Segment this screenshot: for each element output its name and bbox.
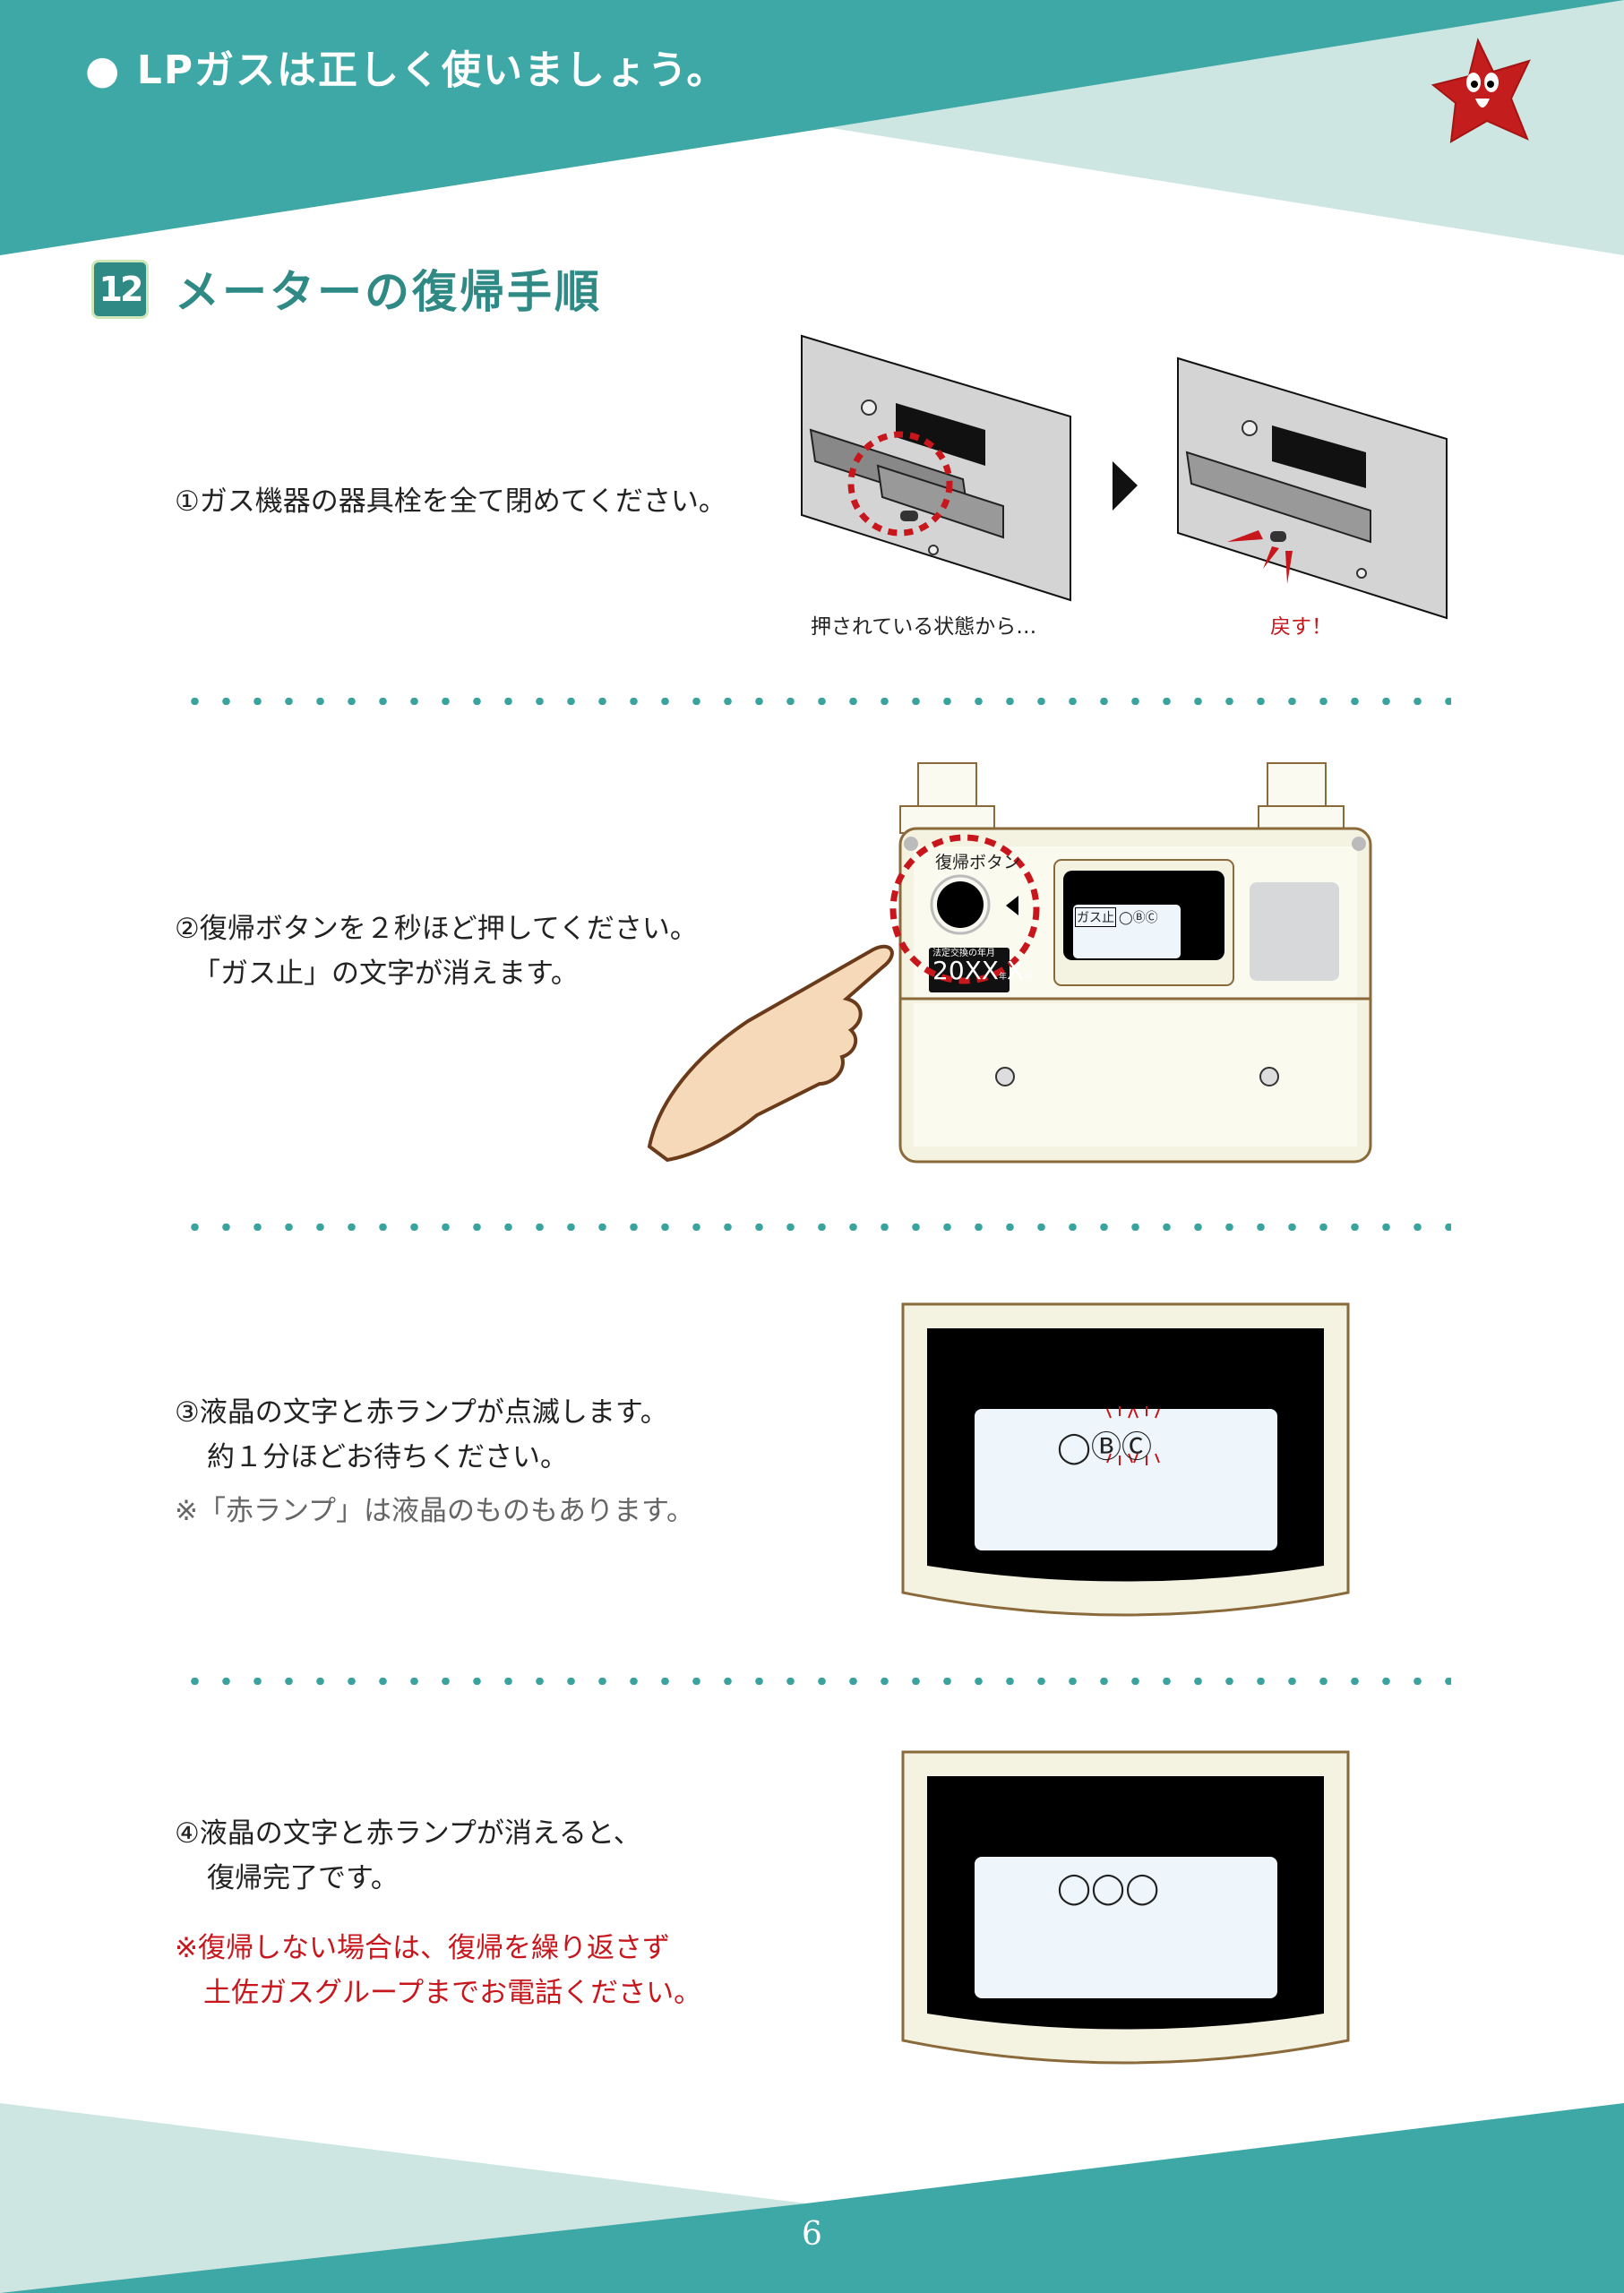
dotted-divider bbox=[179, 1224, 1451, 1231]
header-background bbox=[0, 0, 1624, 255]
dotted-divider bbox=[179, 698, 1451, 705]
mascot-logo bbox=[1431, 38, 1531, 143]
step-2-text: ②復帰ボタンを２秒ほど押してください。 「ガス止」の文字が消えます。 bbox=[175, 906, 698, 996]
page-number: 6 bbox=[802, 2216, 822, 2253]
caption-pressed: 押されている状態から… bbox=[811, 615, 1037, 639]
plate-year-unit: 年 bbox=[999, 973, 1008, 982]
step-4-line: ④液晶の文字と赤ランプが消えると、 bbox=[175, 1817, 641, 1850]
step-3-note: ※「赤ランプ」は液晶のものもあります。 bbox=[175, 1495, 694, 1527]
lcd-display: ガス止 ◯ⒷⒸ bbox=[1075, 907, 1158, 927]
step-4-note: ※復帰しない場合は、復帰を繰り返さず bbox=[175, 1932, 670, 1964]
plate-title: 法定交換の年月 bbox=[932, 949, 995, 958]
footer-background bbox=[0, 2103, 1624, 2293]
plate-month-unit: 月 bbox=[1024, 973, 1033, 982]
lcd-marks: ◯ⒷⒸ bbox=[1119, 911, 1158, 925]
lcd-gas-stop-tag: ガス止 bbox=[1075, 907, 1116, 927]
step-2-line: 「ガス止」の文字が消えます。 bbox=[193, 958, 579, 990]
step-4-text: ④液晶の文字と赤ランプが消えると、 復帰完了です。 ※復帰しない場合は、復帰を繰… bbox=[175, 1811, 701, 2015]
section-number-badge: 12 bbox=[91, 260, 149, 319]
dotted-divider bbox=[179, 1678, 1451, 1685]
gas-meter-illustration bbox=[647, 762, 1372, 1164]
valve-panel-pressed bbox=[801, 334, 1071, 602]
step-3-line: 約１分ほどお待ちください。 bbox=[207, 1441, 568, 1473]
header-title: ● LPガスは正しく使いましょう。 bbox=[85, 47, 728, 93]
step-1-text: ①ガス機器の器具栓を全て閉めてください。 bbox=[175, 479, 726, 524]
lcd-cleared-illustration bbox=[901, 1750, 1350, 2065]
step-4-line: 復帰完了です。 bbox=[207, 1862, 399, 1894]
plate-month: X bbox=[1007, 956, 1025, 985]
step-2-line: ②復帰ボタンを２秒ほど押してください。 bbox=[175, 913, 698, 945]
step-4-note: 土佐ガスグループまでお電話ください。 bbox=[203, 1977, 702, 2009]
lcd-blinking-illustration bbox=[901, 1302, 1350, 1617]
plate-year: 20XX bbox=[932, 956, 999, 985]
lcd-marks-blinking: ◯ⒷⒸ bbox=[1057, 1430, 1153, 1465]
arrow-right-icon bbox=[1113, 461, 1138, 511]
valve-illustration bbox=[801, 334, 1448, 620]
step-1-line: ①ガス機器の器具栓を全て閉めてください。 bbox=[175, 485, 726, 518]
step-3-line: ③液晶の文字と赤ランプが点滅します。 bbox=[175, 1396, 668, 1429]
valve-panel-released bbox=[1177, 356, 1448, 620]
caption-release: 戻す！ bbox=[1270, 615, 1332, 639]
step-3-text: ③液晶の文字と赤ランプが点滅します。 約１分ほどお待ちください。 ※「赤ランプ」… bbox=[175, 1390, 694, 1533]
replacement-date-plate: 法定交換の年月 20XX年X月 bbox=[932, 949, 1032, 983]
lcd-marks-cleared: ◯◯◯ bbox=[1057, 1870, 1160, 1906]
section-title: メーターの復帰手順 bbox=[175, 266, 602, 318]
reset-button-label: 復帰ボタン bbox=[935, 853, 1021, 872]
